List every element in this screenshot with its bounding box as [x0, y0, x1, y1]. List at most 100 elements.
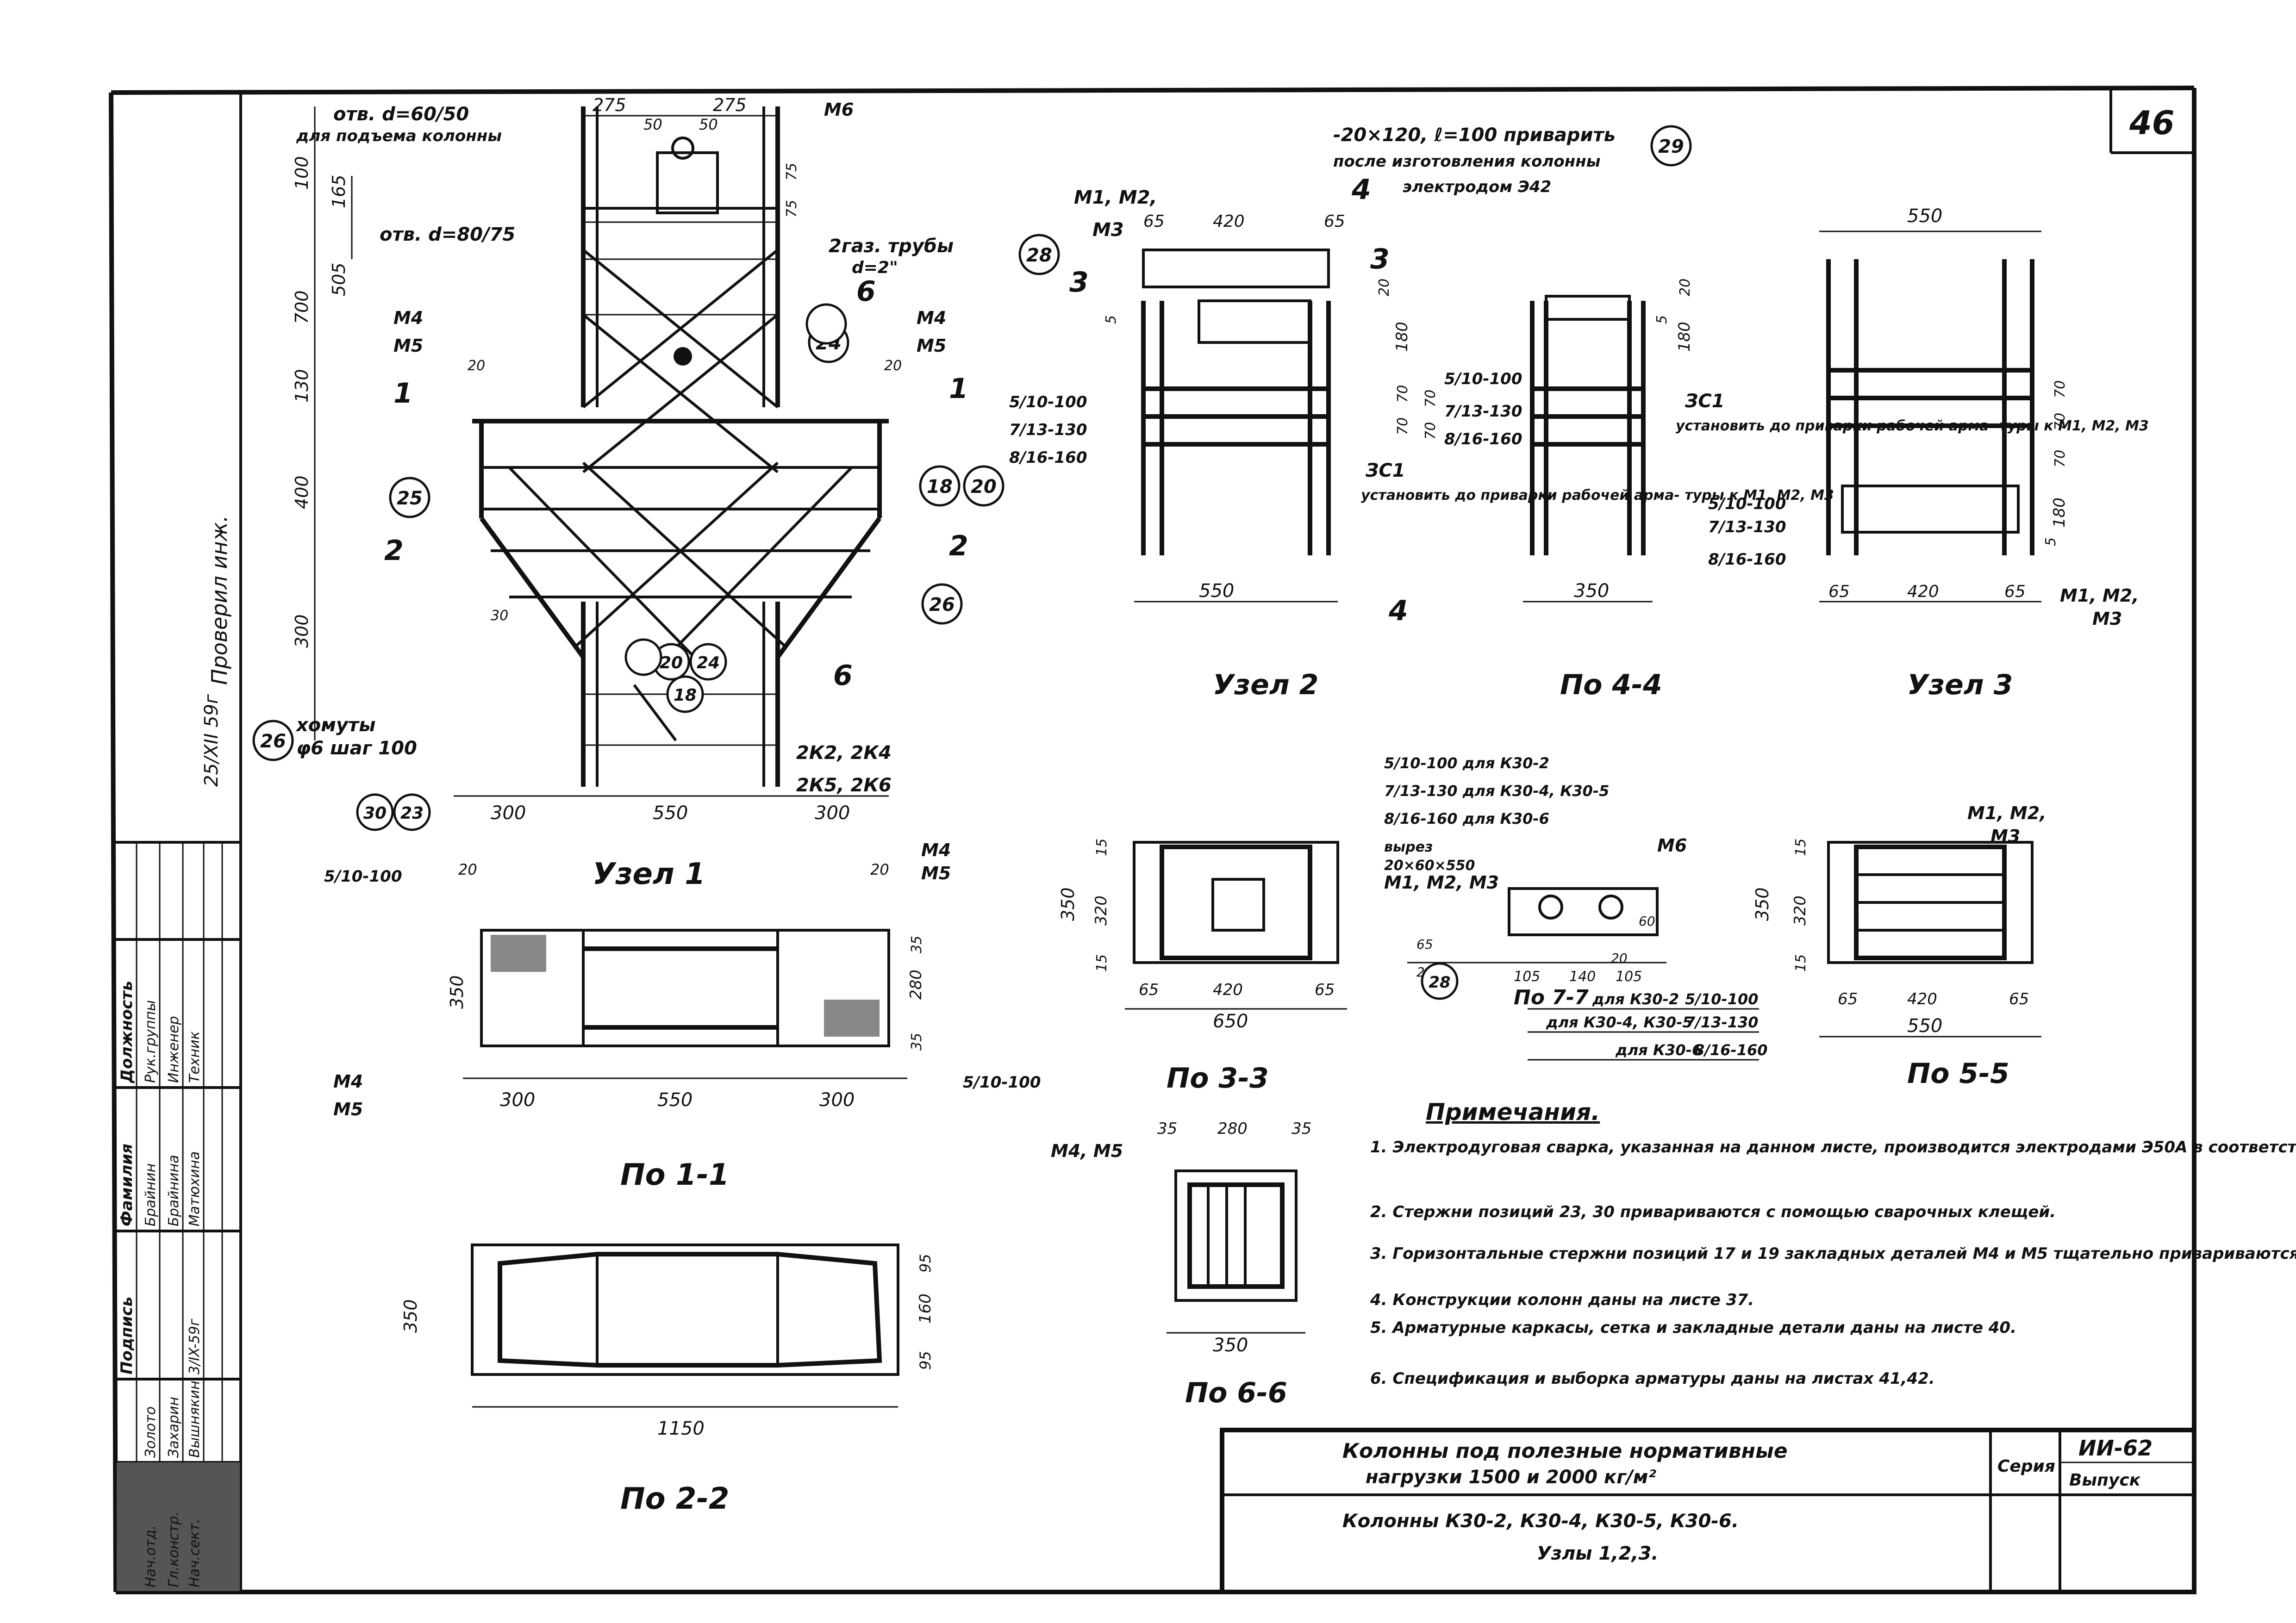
section-title: По 5-5 — [1907, 1057, 2009, 1090]
section-1-1-labels: По 1-1 350 95 160 95 1150 По 2-2 — [400, 1158, 935, 1516]
dim-label: 65 — [1143, 212, 1165, 231]
zc-label: ЗС1 — [1685, 391, 1725, 412]
stirrups-label: хомуты — [295, 715, 375, 736]
stamp-header-name: Фамилия — [118, 1144, 136, 1226]
dim-label: 275 — [593, 95, 626, 115]
dim-label: 350 — [400, 1299, 421, 1333]
weld-note: после изготовления колонны — [1333, 152, 1600, 171]
section-7-7-labels: М6 вырез 20×60×550 65 20 105 140 105 20 … — [1384, 835, 1768, 1059]
dim-label: 350 — [1752, 887, 1772, 921]
section-7-7 — [1407, 887, 1759, 1061]
stamp-role: Рук.группы — [143, 1000, 159, 1083]
section-4-4-labels: 20 180 70 70 350 5 5/10-100 7/13-130 8/1… — [1423, 279, 1694, 701]
m-label: М3 — [2092, 609, 2122, 629]
section-4-4 — [1523, 295, 1653, 603]
m-label: М1, М2, — [1967, 803, 2046, 823]
section-mark: 6 — [856, 275, 876, 308]
dim-label: 65 — [1324, 212, 1345, 231]
title-block-labels: Колонны под полезные нормативные нагрузк… — [1342, 1436, 2152, 1564]
section-6-6-labels: М4, М5 35 280 35 350 По 6-6 — [1051, 1119, 1311, 1409]
stamp-header-sign: Подпись — [118, 1297, 136, 1374]
callout-number: 20 — [660, 653, 683, 672]
note-item: 3. Горизонтальные стержни позиций 17 и 1… — [1370, 1244, 2296, 1263]
dim-label: 70 — [2052, 450, 2068, 467]
m5-label: М5 — [917, 336, 946, 356]
dim-label: 70 — [1395, 385, 1411, 403]
dim-label: 100 — [292, 156, 312, 190]
note-item: 5. Арматурные каркасы, сетка и закладные… — [1370, 1318, 2016, 1337]
dim-label: 70 — [2052, 413, 2068, 430]
bar-label: 5/10-100 — [324, 867, 402, 886]
title-block — [1220, 1428, 2196, 1594]
dim-label: 420 — [1907, 990, 1937, 1008]
checked-by-label: Проверил инж. — [207, 516, 232, 685]
callout-number: 20 — [971, 476, 997, 497]
pipes-diameter: d=2" — [852, 258, 898, 277]
section-mark: 1 — [393, 377, 413, 410]
cutout-size: 20×60×550 — [1384, 858, 1475, 874]
dim-label: 50 — [699, 116, 718, 133]
dim-label: 20 — [468, 358, 485, 374]
stamp-role: Нач.сект. — [187, 1519, 203, 1587]
dim-label: 35 — [1157, 1119, 1177, 1138]
node-3 — [1819, 230, 2041, 603]
dim-label: 350 — [447, 975, 467, 1009]
stamp-rows: Нач.отд. Гл.констр. Нач.сект. Золото Зах… — [143, 1000, 203, 1587]
m5-label: М5 — [393, 336, 423, 356]
m4-label: М4 — [917, 308, 946, 328]
m6-label: М6 — [824, 99, 854, 120]
section-title: По 3-3 — [1167, 1062, 1269, 1094]
zc-label: ЗС1 — [1365, 460, 1405, 481]
bar-label: 5/10-100 для К30-2 — [1384, 754, 1549, 772]
dim-label: 180 — [1675, 322, 1694, 352]
bar-label: 8/16-160 — [1694, 1041, 1768, 1059]
lifting-hole-note: отв. d=60/50 — [333, 104, 469, 125]
stamp-date: 25/XII 59г — [201, 694, 222, 787]
dim-label: 420 — [1213, 981, 1243, 999]
dim-label: 20 — [1376, 279, 1392, 296]
dim-label: 15 — [1094, 839, 1110, 856]
dim-label: 70 — [1395, 417, 1411, 435]
dim-label: 70 — [1423, 422, 1439, 440]
dim-label: 320 — [1092, 895, 1111, 926]
bar-label: 5/10-100 — [1708, 495, 1786, 513]
bar-label: 7/13-130 для К30-4, К30-5 — [1384, 782, 1609, 800]
note-item: 4. Конструкции колонн даны на листе 37. — [1370, 1291, 1754, 1309]
node-3-labels: 550 70 70 70 180 65 420 65 5 ЗС1 установ… — [1676, 205, 2149, 701]
sheet-frame — [109, 86, 2196, 1594]
section-mark: 2 — [949, 530, 968, 562]
stamp-role: Гл.констр. — [166, 1511, 182, 1587]
dim-label: 95 — [917, 1351, 934, 1370]
m-label: М1, М2, М3 — [1384, 872, 1499, 893]
issue-label: Выпуск — [2069, 1471, 2141, 1490]
dim-label: 1150 — [657, 1418, 705, 1439]
dim-label: 180 — [1393, 322, 1411, 352]
section-title: По 2-2 — [620, 1482, 729, 1516]
dim-label: 300 — [815, 802, 850, 824]
stamp-name: Захарин — [166, 1397, 182, 1458]
dim-label: 550 — [657, 1089, 693, 1111]
dim-label: 65 — [1838, 990, 1858, 1008]
callout-number: 18 — [674, 686, 697, 705]
m4-label: М4 — [921, 840, 951, 860]
dim-label: 420 — [1213, 212, 1245, 231]
dim-label: 650 — [1213, 1011, 1248, 1032]
bar-label: 8/16-160 — [1009, 448, 1087, 467]
install-note: установить до приварки рабочей арма- тур… — [1361, 487, 1834, 504]
section-5-5 — [1819, 841, 2041, 1038]
dim-label: 300 — [491, 802, 526, 824]
dim-label: 65 — [1315, 981, 1335, 999]
dim-label: 65 — [2004, 582, 2026, 601]
dim-label: 5 — [1654, 315, 1670, 324]
bar-label: 7/13-130 — [1009, 421, 1087, 439]
dim-label: 420 — [1907, 582, 1939, 601]
main-elevation-labels: отв. d=60/50 для подъема колонны 275 275… — [292, 95, 1616, 824]
stamp-role: Техник — [187, 1031, 203, 1083]
dim-label: 700 — [292, 290, 312, 324]
dim-label: 35 — [1292, 1119, 1311, 1138]
dim-label: 300 — [819, 1089, 855, 1111]
stamp-role: Нач.отд. — [143, 1525, 159, 1587]
sheet-subtitle: Колонны К30-2, К30-4, К30-5, К30-6. — [1342, 1511, 1739, 1532]
node-title: Узел 3 — [1907, 669, 2013, 701]
